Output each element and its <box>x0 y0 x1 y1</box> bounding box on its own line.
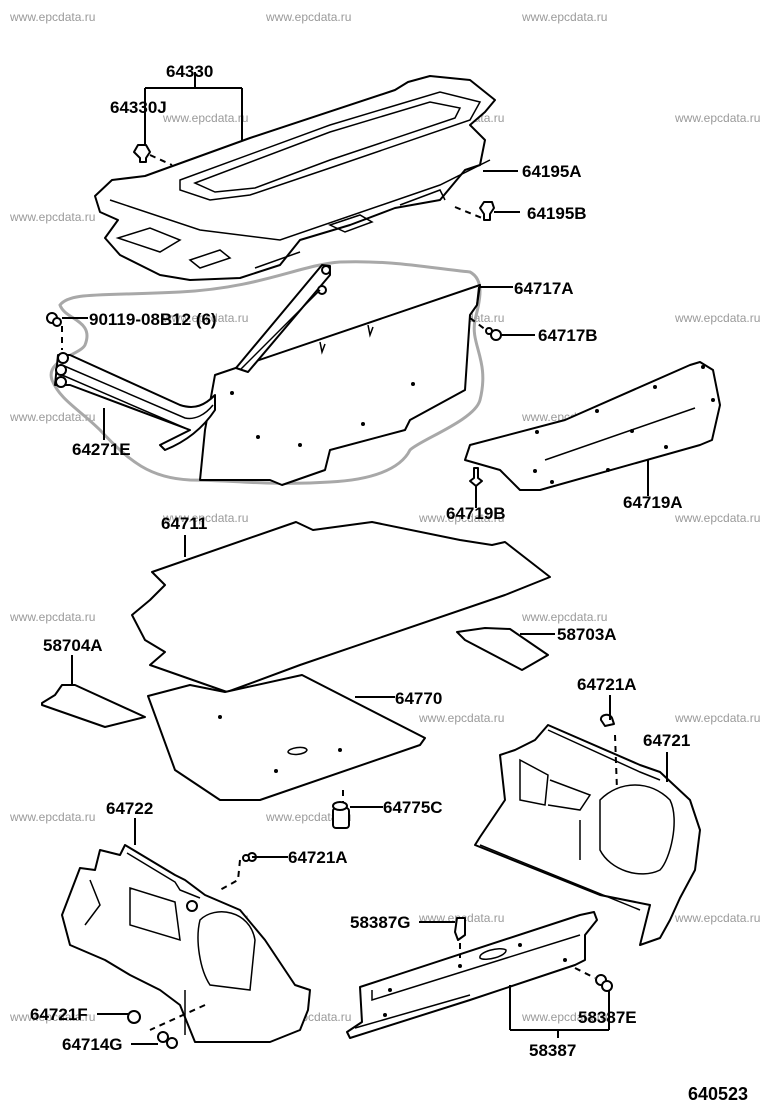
label-64719A[interactable]: 64719A <box>623 493 683 512</box>
trunk-board-64717A[interactable] <box>199 284 481 486</box>
label-64195B[interactable]: 64195B <box>527 204 587 223</box>
label-58387[interactable]: 58387 <box>529 1041 576 1060</box>
clip-58387G[interactable] <box>454 917 466 958</box>
screw-64714G[interactable] <box>157 1031 178 1049</box>
label-64330J[interactable]: 64330J <box>110 98 167 117</box>
watermark: www.epcdata.ru <box>674 311 760 325</box>
watermark: www.epcdata.ru <box>9 610 95 624</box>
label-64714G[interactable]: 64714G <box>62 1035 123 1054</box>
clip-64721F[interactable] <box>127 1010 141 1024</box>
label-58387E[interactable]: 58387E <box>578 1008 637 1027</box>
torsion-bar-64271E[interactable] <box>54 352 216 451</box>
clip-64330J[interactable] <box>133 144 173 166</box>
label-64721A-right[interactable]: 64721A <box>577 675 637 694</box>
label-64719B[interactable]: 64719B <box>446 504 506 523</box>
label-64721A-left[interactable]: 64721A <box>288 848 348 867</box>
watermark: www.epcdata.ru <box>265 810 351 824</box>
diagram-code: 640523 <box>688 1084 748 1104</box>
label-64721[interactable]: 64721 <box>643 731 690 750</box>
watermark: www.epcdata.ru <box>265 10 351 24</box>
label-64775C[interactable]: 64775C <box>383 798 443 817</box>
nut-90119[interactable] <box>46 312 63 350</box>
watermark: www.epcdata.ru <box>162 111 248 125</box>
watermark: www.epcdata.ru <box>521 610 607 624</box>
trunk-mat-64770[interactable] <box>147 674 426 801</box>
label-64195A[interactable]: 64195A <box>522 162 582 181</box>
watermark: www.epcdata.ru <box>162 311 248 325</box>
pad-58703A[interactable] <box>456 627 549 671</box>
label-58387G[interactable]: 58387G <box>350 913 411 932</box>
hinge-struts <box>235 264 331 373</box>
watermark: www.epcdata.ru <box>9 410 95 424</box>
watermark: www.epcdata.ru <box>674 111 760 125</box>
watermark: www.epcdata.ru <box>674 911 760 925</box>
clip-58387E[interactable] <box>574 967 613 992</box>
side-trim-right-64721[interactable] <box>474 724 701 946</box>
label-58704A[interactable]: 58704A <box>43 636 103 655</box>
label-64722[interactable]: 64722 <box>106 799 153 818</box>
label-64271E[interactable]: 64271E <box>72 440 131 459</box>
watermark: www.epcdata.ru <box>674 711 760 725</box>
package-tray-trim[interactable] <box>94 75 496 281</box>
label-64721F[interactable]: 64721F <box>30 1005 88 1024</box>
clip-64719B[interactable] <box>469 467 483 487</box>
watermark: www.epcdata.ru <box>521 1010 607 1024</box>
watermark: www.epcdata.ru <box>9 210 95 224</box>
watermark: www.epcdata.ru <box>9 10 95 24</box>
watermark: www.epcdata.ru <box>9 810 95 824</box>
assembly-outline <box>49 260 485 485</box>
label-64711[interactable]: 64711 <box>161 514 207 533</box>
part-labels: 64330 64330J 64195A 64195B 64717A 64717B… <box>30 62 748 1104</box>
watermark: www.epcdata.ru <box>418 711 504 725</box>
clip-64721A-right[interactable] <box>599 713 615 727</box>
trunk-mat-64711[interactable] <box>131 521 551 693</box>
side-trim-left-64722[interactable] <box>61 844 311 1043</box>
leader-lines <box>62 72 668 1045</box>
label-64717A[interactable]: 64717A <box>514 279 574 298</box>
pad-58704A[interactable] <box>41 684 146 728</box>
trunk-lid-cover-64719A[interactable] <box>464 361 721 491</box>
watermark: www.epcdata.ru <box>418 511 504 525</box>
watermark: www.epcdata.ru <box>674 511 760 525</box>
watermark: www.epcdata.ru <box>162 511 248 525</box>
label-64770[interactable]: 64770 <box>395 689 442 708</box>
fastener-64775C[interactable] <box>332 790 350 829</box>
watermark: www.epcdata.ru <box>9 1010 95 1024</box>
clip-64195B[interactable] <box>454 201 495 221</box>
label-58703A[interactable]: 58703A <box>557 625 617 644</box>
scuff-plate-58387[interactable] <box>346 911 598 1039</box>
watermark: www.epcdata.ru <box>521 10 607 24</box>
label-64330[interactable]: 64330 <box>166 62 213 81</box>
label-90119-08B12[interactable]: 90119-08B12 (6) <box>89 310 217 329</box>
label-64717B[interactable]: 64717B <box>538 326 598 345</box>
